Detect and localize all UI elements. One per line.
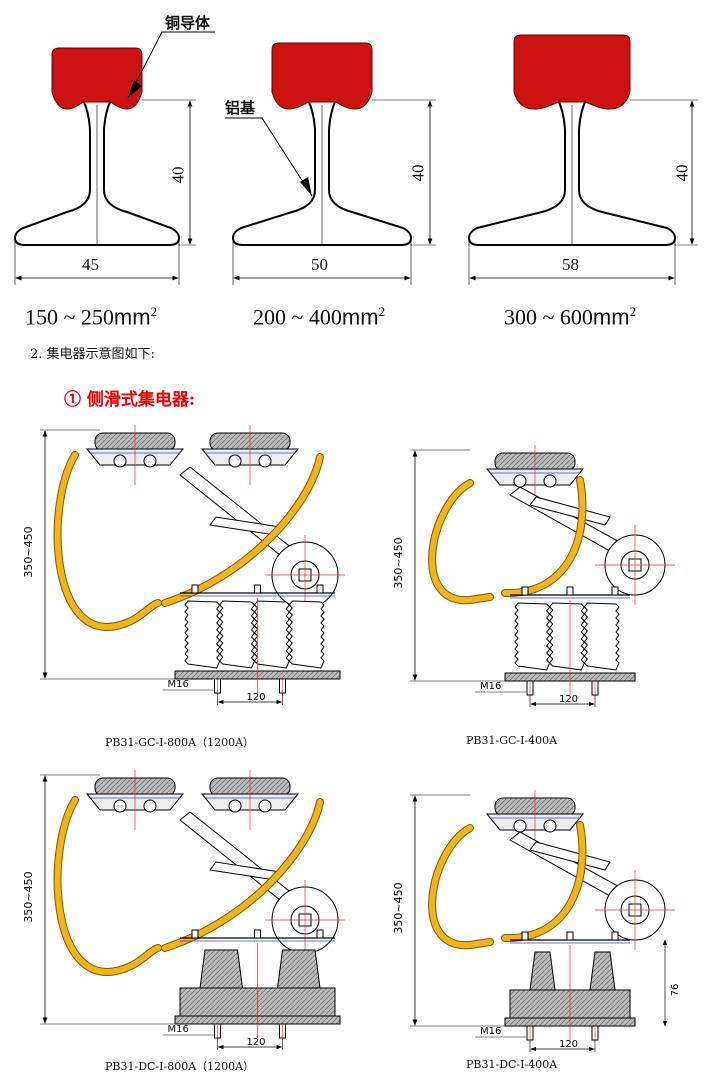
rail-1-width: 45	[82, 255, 99, 274]
rail-profile-1	[13, 47, 196, 285]
height-dimension: 350~450	[392, 537, 405, 588]
flexible-cable	[428, 479, 494, 605]
copper-head	[513, 34, 631, 110]
bolt-size: M16	[480, 1026, 501, 1037]
bolt	[191, 929, 199, 939]
block-insulator	[589, 951, 616, 991]
bolt	[316, 584, 324, 594]
bolt-spacing: 120	[559, 1039, 578, 1050]
caption-dc-400a: PB31-DC-Ⅰ-400A	[466, 1058, 558, 1071]
copper-leader	[127, 31, 215, 99]
block-insulator	[276, 949, 321, 989]
rail-2-width: 50	[311, 255, 328, 274]
rail-2-height: 40	[408, 164, 428, 182]
rail-1-height: 40	[168, 166, 188, 184]
ribbed-insulator	[583, 602, 620, 671]
bolt-size: M16	[480, 681, 501, 692]
copper-head	[271, 42, 373, 110]
caption-dc-800a: PB31-DC-Ⅰ-800A（1200A）	[105, 1060, 255, 1073]
bolt	[521, 931, 529, 941]
ribbed-insulator	[288, 600, 325, 669]
bolt	[611, 931, 619, 941]
copper-conductor-label: 铜导体	[165, 14, 211, 32]
ribbed-insulator	[514, 602, 551, 671]
bolt-size: M16	[168, 1024, 189, 1035]
section-subheading: ① 侧滑式集电器:	[64, 390, 196, 410]
caption-gc-400a: PB31-GC-Ⅰ-400A	[466, 734, 558, 747]
bolt	[566, 931, 574, 941]
flexible-cable	[428, 824, 494, 950]
bolt-spacing: 120	[559, 694, 578, 705]
bolt	[254, 584, 261, 594]
rail-3-height: 40	[672, 164, 692, 182]
bolt	[254, 929, 261, 939]
rail-1-area: 150 ~ 250mm2	[25, 304, 158, 330]
bolt	[566, 586, 574, 596]
height-dimension: 350~450	[392, 882, 405, 933]
rail-3-area: 300 ~ 600mm2	[504, 304, 637, 330]
block-insulator	[199, 949, 244, 989]
base-height-dimension: 76	[670, 984, 681, 997]
aluminum-leader	[225, 117, 313, 197]
caption-gc-800a: PB31-GC-Ⅰ-800A（1200A）	[105, 736, 255, 749]
bolt	[521, 586, 529, 596]
rail-3-width: 58	[562, 255, 579, 274]
ribbed-insulator	[253, 600, 290, 669]
ribbed-insulator	[184, 600, 221, 669]
aluminum-base-label: 铝基	[225, 99, 256, 117]
height-dimension: 350~450	[22, 871, 35, 922]
ribbed-insulator	[219, 600, 256, 669]
copper-head	[51, 47, 143, 110]
bolt-spacing: 120	[246, 1037, 265, 1048]
rail-profile-2	[231, 42, 436, 285]
bolt	[316, 929, 324, 939]
rail-2-area: 200 ~ 400mm2	[253, 304, 386, 330]
bolt	[191, 584, 199, 594]
bolt	[611, 586, 619, 596]
bolt-size: M16	[168, 679, 189, 690]
rail-profile-3	[467, 34, 698, 285]
bolt-spacing: 120	[246, 692, 265, 703]
section-heading: 2. 集电器示意图如下:	[30, 347, 155, 362]
height-dimension: 350~450	[22, 526, 35, 577]
ribbed-insulator	[549, 602, 585, 671]
block-insulator	[529, 951, 556, 991]
